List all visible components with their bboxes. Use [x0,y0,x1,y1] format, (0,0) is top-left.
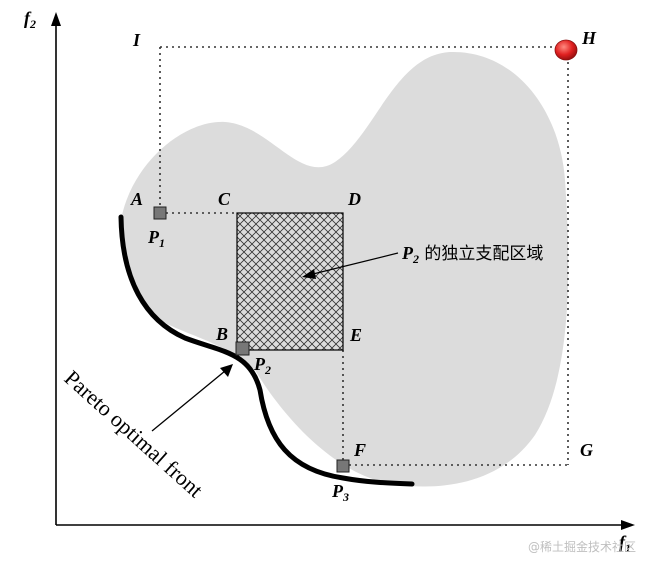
point-label-h: H [581,28,597,48]
front-arrow [151,364,233,432]
p3-marker [336,459,350,473]
point-label-b: B [215,324,228,344]
p2-marker [235,341,250,356]
x-axis-label: f1 [619,532,631,555]
y-axis-label: f2 [24,8,36,31]
pareto-front-label: Pareto optimal front [60,365,208,502]
point-label-i: I [132,30,141,50]
point-label-f: F [353,440,366,460]
watermark: @稀土掘金技术社区 [528,539,636,554]
point-label-d: D [347,189,361,209]
point-label-e: E [349,325,362,345]
region-arrow [302,252,399,279]
dotted-box [159,46,569,466]
point-label-a: A [130,189,143,209]
point-label-g: G [580,440,593,460]
axes [51,12,635,530]
point-label-c: C [218,189,231,209]
reference-point-h [554,39,578,61]
p2-exclusive-region [236,212,344,351]
p1-marker [153,206,167,220]
objective-region [121,51,569,487]
p2-label: P2 [253,354,271,377]
p3-label: P3 [331,481,349,504]
p1-label: P1 [147,227,165,250]
region-annotation: P2 的独立支配区域 [401,243,543,266]
pareto-front-curve [118,214,415,487]
